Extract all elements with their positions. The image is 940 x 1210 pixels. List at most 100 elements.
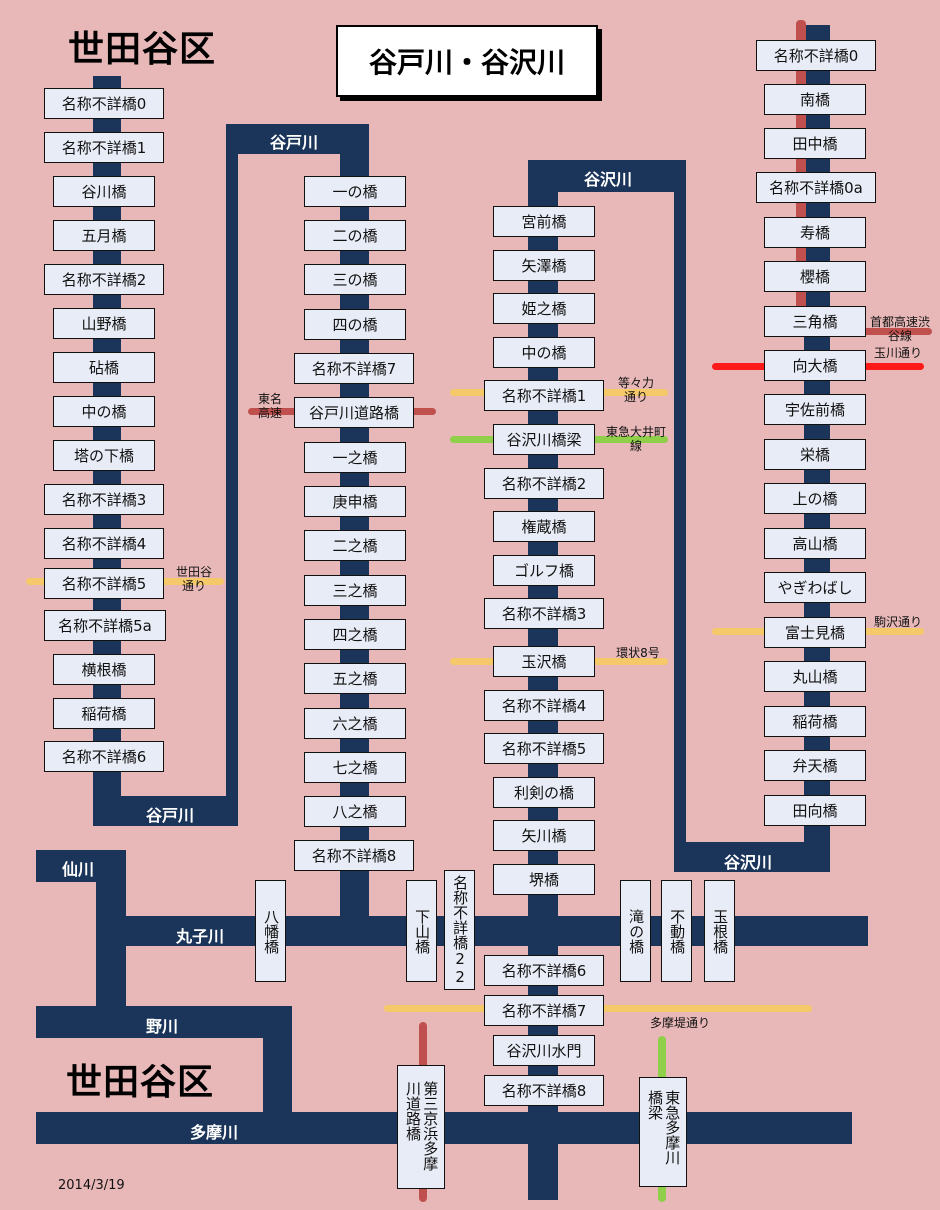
col4-bridge-5[interactable]: 櫻橋 (764, 261, 866, 292)
col3-bridge-13[interactable]: 利剣の橋 (493, 777, 595, 808)
col4-bridge-4[interactable]: 寿橋 (764, 217, 866, 248)
col4-bridge-1[interactable]: 南橋 (764, 84, 866, 115)
col1-bridge-5[interactable]: 山野橋 (53, 308, 155, 339)
hachiman-bridge[interactable]: 八幡橋 (255, 880, 286, 982)
taki-bridge[interactable]: 滝の橋 (620, 880, 651, 982)
meisho22-bridge[interactable]: 名称不詳橋22 (444, 870, 475, 990)
col1-bridge-11[interactable]: 名称不詳橋5 (44, 568, 164, 599)
col1-bridge-1[interactable]: 名称不詳橋1 (44, 132, 164, 163)
col2-bridge-11[interactable]: 五之橋 (304, 663, 406, 694)
komazawa-label: 駒沢通り (873, 615, 922, 629)
nogawa-vertical (263, 1006, 292, 1126)
oimachi-label: 東急大井町線 (606, 425, 667, 453)
col4-bridge-0[interactable]: 名称不詳橋0 (756, 40, 876, 71)
yazawagawa-mid-segment (674, 160, 686, 872)
col1-bridge-13[interactable]: 横根橋 (53, 654, 155, 685)
col4-bridge-17[interactable]: 田向橋 (764, 795, 866, 826)
yatogawa-bottom-segment (93, 796, 238, 826)
col4-bridge-16[interactable]: 弁天橋 (764, 750, 866, 781)
col1-bridge-4[interactable]: 名称不詳橋2 (44, 264, 164, 295)
shimoyama-bridge[interactable]: 下山橋 (406, 880, 437, 982)
shuto-road-top (796, 20, 806, 310)
ouone-bridge[interactable]: 玉根橋 (704, 880, 735, 982)
col3-bridge-8[interactable]: ゴルフ橋 (493, 555, 595, 586)
tokyu-tamagawa-bridge[interactable]: 東急多摩川橋梁 (639, 1077, 687, 1187)
col2-bridge-13[interactable]: 七之橋 (304, 752, 406, 783)
yazawagawa-top-label: 谷沢川 (584, 170, 633, 189)
col2-bridge-1[interactable]: 二の橋 (304, 220, 406, 251)
marukogawa-segment (96, 916, 868, 946)
col2-bridge-10[interactable]: 四之橋 (304, 619, 406, 650)
col2-bridge-6[interactable]: 一之橋 (304, 442, 406, 473)
col3-bridge-4[interactable]: 名称不詳橋1 (484, 380, 604, 411)
col1-bridge-2[interactable]: 谷川橋 (53, 176, 155, 207)
col1-bridge-7[interactable]: 中の橋 (53, 396, 155, 427)
col4-bridge-15[interactable]: 稲荷橋 (764, 706, 866, 737)
fudo-bridge[interactable]: 不動橋 (661, 880, 692, 982)
col2-bridge-14[interactable]: 八之橋 (304, 796, 406, 827)
col2-bridge-3[interactable]: 四の橋 (304, 309, 406, 340)
col1-bridge-8[interactable]: 塔の下橋 (53, 440, 155, 471)
daisankeihin-bridge[interactable]: 第三京浜多摩川道路橋 (397, 1065, 445, 1189)
col4-bridge-2[interactable]: 田中橋 (764, 128, 866, 159)
col3-bridge-5[interactable]: 谷沢川橋梁 (493, 424, 595, 455)
col4-bridge-14[interactable]: 丸山橋 (764, 661, 866, 692)
yatogawa-top-label: 谷戸川 (270, 133, 319, 152)
col4-bridge-10[interactable]: 上の橋 (764, 483, 866, 514)
sengawa-label: 仙川 (62, 860, 95, 879)
col2-bridge-4[interactable]: 名称不詳橋7 (294, 353, 414, 384)
col2-bridge-0[interactable]: 一の橋 (304, 176, 406, 207)
col1-bridge-14[interactable]: 稲荷橋 (53, 698, 155, 729)
col3-lower-bridge-3[interactable]: 名称不詳橋8 (484, 1075, 604, 1106)
col2-bridge-5[interactable]: 谷戸川道路橋 (294, 397, 414, 428)
yatogawa-col2-segment (340, 124, 369, 919)
col2-bridge-15[interactable]: 名称不詳橋8 (294, 840, 414, 871)
col4-bridge-13[interactable]: 富士見橋 (764, 617, 866, 648)
ward-name-bottom: 世田谷区 (66, 1062, 215, 1103)
col4-bridge-8[interactable]: 宇佐前橋 (764, 394, 866, 425)
col2-bridge-7[interactable]: 庚申橋 (304, 486, 406, 517)
date-label: 2014/3/19 (58, 1178, 125, 1193)
col1-bridge-3[interactable]: 五月橋 (53, 220, 155, 251)
col3-bridge-12[interactable]: 名称不詳橋5 (484, 733, 604, 764)
col4-bridge-6[interactable]: 三角橋 (764, 306, 866, 337)
col2-bridge-9[interactable]: 三之橋 (304, 575, 406, 606)
col3-bridge-10[interactable]: 玉沢橋 (493, 646, 595, 677)
col3-bridge-7[interactable]: 権蔵橋 (493, 511, 595, 542)
col3-bridge-9[interactable]: 名称不詳橋3 (484, 598, 604, 629)
col4-bridge-3[interactable]: 名称不詳橋0a (756, 172, 876, 203)
col3-bridge-0[interactable]: 宮前橋 (493, 206, 595, 237)
col2-bridge-12[interactable]: 六之橋 (304, 708, 406, 739)
tamagawa-label: 多摩川 (190, 1123, 239, 1142)
nogawa-segment (36, 1006, 292, 1038)
col3-bridge-14[interactable]: 矢川橋 (493, 820, 595, 851)
col4-bridge-12[interactable]: やぎわばし (764, 572, 866, 603)
col4-bridge-7[interactable]: 向大橋 (764, 350, 866, 381)
marukogawa-label: 丸子川 (176, 927, 225, 946)
kanpachi-label: 環状8号 (616, 646, 660, 660)
col3-bridge-15[interactable]: 堺橋 (493, 864, 595, 895)
yazawagawa-bottom-label: 谷沢川 (724, 853, 773, 872)
col4-bridge-9[interactable]: 栄橋 (764, 439, 866, 470)
col3-lower-bridge-2[interactable]: 谷沢川水門 (493, 1035, 595, 1066)
col1-bridge-10[interactable]: 名称不詳橋4 (44, 528, 164, 559)
col4-bridge-11[interactable]: 高山橋 (764, 528, 866, 559)
col3-lower-bridge-0[interactable]: 名称不詳橋6 (484, 955, 604, 986)
col3-bridge-2[interactable]: 姫之橋 (493, 293, 595, 324)
col3-bridge-3[interactable]: 中の橋 (493, 337, 595, 368)
col1-bridge-15[interactable]: 名称不詳橋6 (44, 741, 164, 772)
tomei-label: 東名高速 (257, 392, 282, 420)
col2-bridge-2[interactable]: 三の橋 (304, 264, 406, 295)
todoroki-label: 等々力通り (618, 376, 655, 404)
main-title: 谷戸川・谷沢川 (368, 46, 565, 79)
col2-bridge-8[interactable]: 二之橋 (304, 530, 406, 561)
col3-bridge-11[interactable]: 名称不詳橋4 (484, 690, 604, 721)
col1-bridge-9[interactable]: 名称不詳橋3 (44, 484, 164, 515)
col3-bridge-6[interactable]: 名称不詳橋2 (484, 468, 604, 499)
ward-name-top: 世田谷区 (68, 29, 217, 70)
col3-lower-bridge-1[interactable]: 名称不詳橋7 (484, 995, 604, 1026)
col1-bridge-12[interactable]: 名称不詳橋5a (44, 610, 166, 641)
col1-bridge-6[interactable]: 砧橋 (53, 352, 155, 383)
col3-bridge-1[interactable]: 矢澤橋 (493, 250, 595, 281)
col1-bridge-0[interactable]: 名称不詳橋0 (44, 88, 164, 119)
